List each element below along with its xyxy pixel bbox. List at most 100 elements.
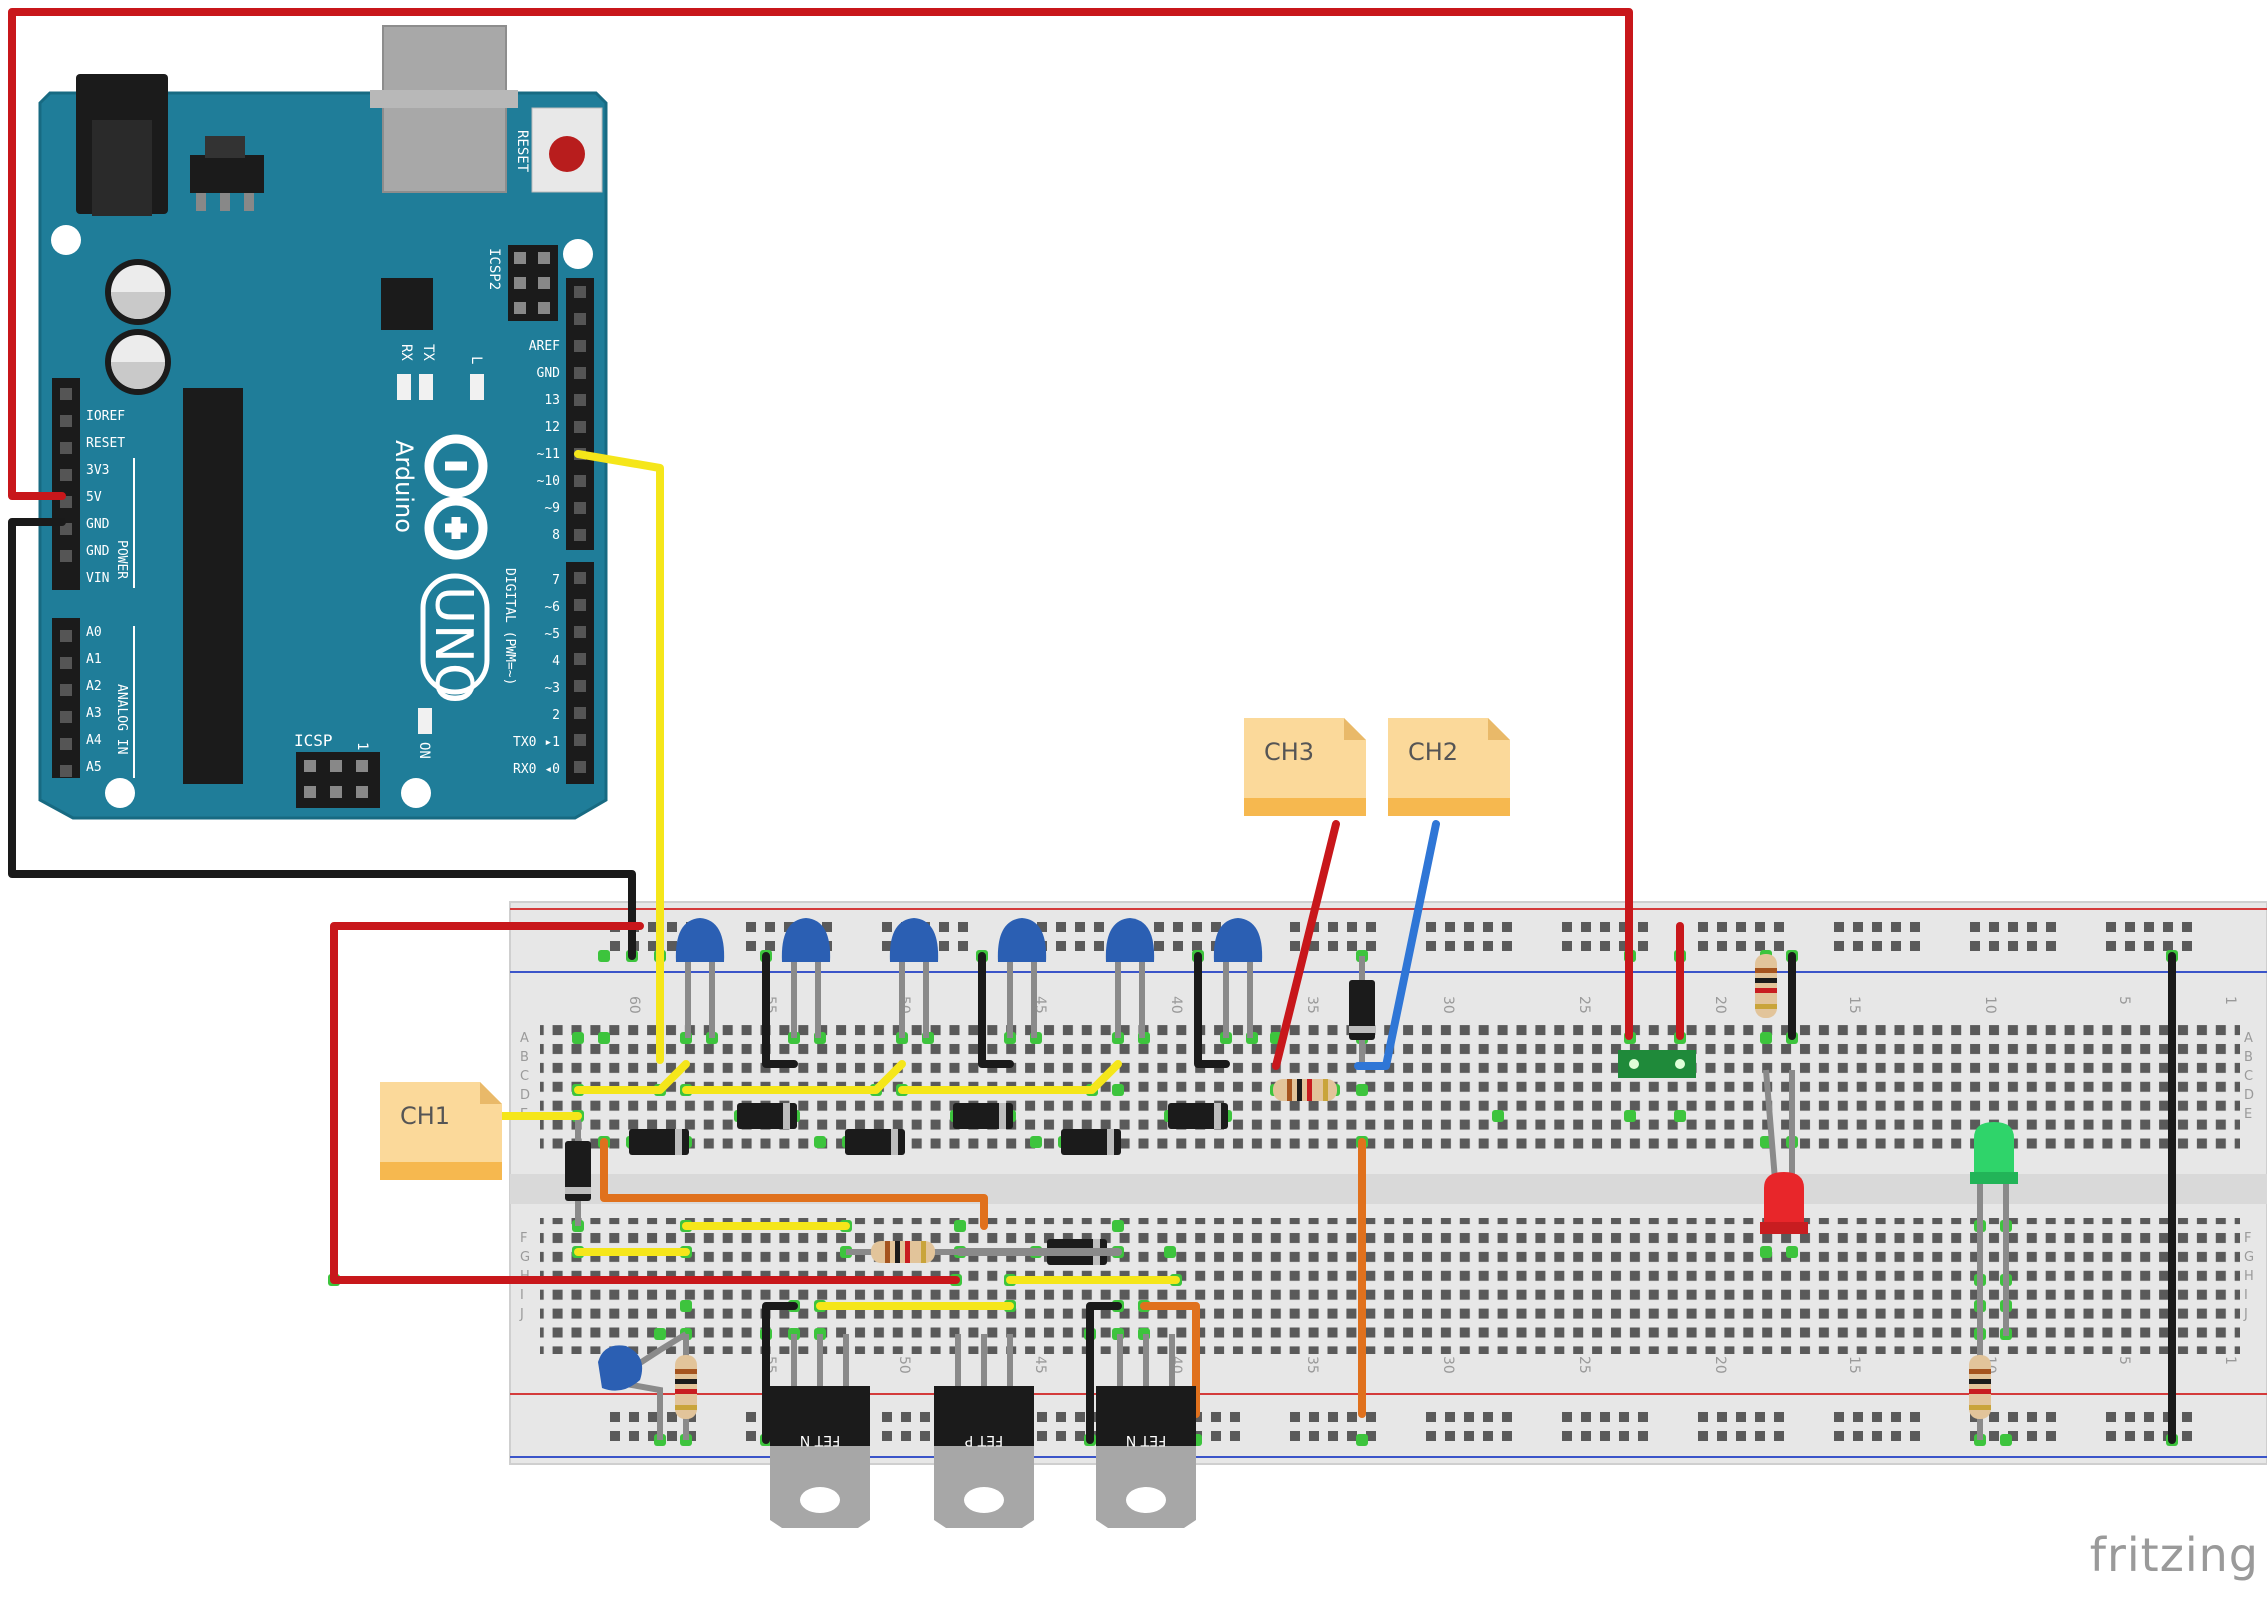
row-letter-left: F xyxy=(520,1231,527,1246)
ceramic-capacitor xyxy=(781,918,831,1038)
column-number: 40 xyxy=(1168,996,1184,1014)
row-letter-left: A xyxy=(520,1031,529,1046)
led-tx xyxy=(419,374,433,400)
wire-black-1 xyxy=(762,952,798,1068)
wire-black-3 xyxy=(1194,952,1230,1068)
probe-label-note: CH3 xyxy=(1244,718,1366,816)
mounting-hole xyxy=(51,225,81,255)
row-letter-right: F xyxy=(2244,1231,2251,1246)
column-number: 15 xyxy=(1846,1356,1862,1374)
ceramic-capacitor xyxy=(889,918,939,1038)
mosfet-transistor: FET N xyxy=(1096,1334,1196,1528)
power-pin-label: RESET xyxy=(86,436,125,451)
row-letter-right: B xyxy=(2244,1050,2253,1065)
wire-pin11-yellow xyxy=(574,450,664,1064)
probe-channel-label: CH1 xyxy=(400,1102,450,1130)
row-letter-right: H xyxy=(2244,1269,2254,1284)
column-number: 1 xyxy=(2222,996,2238,1005)
digital-pin-label: 2 xyxy=(552,708,560,723)
wire-ch2-blue xyxy=(1354,820,1440,1070)
diode xyxy=(845,1129,905,1155)
wire-orange-3 xyxy=(1140,1302,1200,1418)
row-letter-right: D xyxy=(2244,1088,2254,1103)
digital-pin-label: GND xyxy=(537,366,561,381)
column-number: 35 xyxy=(1304,996,1320,1014)
row-letter-left: B xyxy=(520,1050,529,1065)
row-letter-left: D xyxy=(520,1088,530,1103)
wire-orange-1 xyxy=(600,1138,988,1230)
icsp2-header xyxy=(508,245,558,321)
probe-label-note: CH2 xyxy=(1388,718,1510,816)
power-pin-label: GND xyxy=(86,517,110,532)
column-number: 20 xyxy=(1712,1356,1728,1374)
model-uno: UNO xyxy=(423,586,483,704)
tx-label: TX xyxy=(420,344,436,361)
column-number: 35 xyxy=(1304,1356,1320,1374)
wire-black-6 xyxy=(1086,1302,1122,1444)
mounting-hole xyxy=(105,778,135,808)
row-letter-left: G xyxy=(520,1250,530,1265)
digital-pin-label: ~3 xyxy=(544,681,560,696)
brand-arduino: Arduino xyxy=(390,440,418,533)
probe-channel-label: CH2 xyxy=(1408,738,1458,766)
icsp-label: ICSP xyxy=(294,731,333,750)
power-pin-label: 5V xyxy=(86,490,102,505)
icsp2-label: ICSP2 xyxy=(486,248,502,290)
rx-label: RX xyxy=(398,344,414,361)
wire-ch3-red xyxy=(1272,820,1340,1070)
resistor xyxy=(1969,1334,1991,1440)
reset-button[interactable] xyxy=(531,107,603,193)
voltage-regulator xyxy=(190,155,264,193)
digital-pin-label: ~9 xyxy=(544,501,560,516)
digital-pin-label: 13 xyxy=(544,393,560,408)
diode xyxy=(1349,956,1375,1064)
digital-pin-label: 12 xyxy=(544,420,560,435)
led-l xyxy=(470,374,484,400)
power-pin-label: 3V3 xyxy=(86,463,109,478)
ceramic-capacitor xyxy=(997,918,1047,1038)
digital-pin-label: ~6 xyxy=(544,600,560,615)
row-letter-right: J xyxy=(2243,1307,2248,1322)
diode xyxy=(565,1116,591,1226)
row-letter-right: I xyxy=(2244,1288,2248,1303)
column-number: 25 xyxy=(1576,996,1592,1014)
usb-chip xyxy=(381,278,433,330)
digital-pin-label: TX0 ▸1 xyxy=(513,735,560,750)
column-number: 5 xyxy=(2116,996,2132,1005)
resistor xyxy=(1755,954,1777,1018)
digital-pin-label: 8 xyxy=(552,528,560,543)
probe-channel-label: CH3 xyxy=(1264,738,1314,766)
digital-pin-label: 4 xyxy=(552,654,560,669)
column-number: 1 xyxy=(2222,1356,2238,1365)
column-number: 15 xyxy=(1846,996,1862,1014)
red-led xyxy=(1760,1069,1808,1234)
ceramic-capacitor xyxy=(1213,918,1263,1038)
fritzing-watermark: fritzing xyxy=(2089,1528,2259,1582)
wire-yellow-1 xyxy=(574,1060,690,1094)
digital-pin-label: ~11 xyxy=(537,447,560,462)
resistor xyxy=(1273,1079,1337,1101)
column-number: 10 xyxy=(1982,996,1998,1014)
mosfet-label: FET N xyxy=(800,1432,840,1448)
ceramic-capacitor xyxy=(1105,918,1155,1038)
analog-header xyxy=(52,618,80,778)
led-rx xyxy=(397,374,411,400)
analog-pin-label: A0 xyxy=(86,625,102,640)
diode xyxy=(629,1129,689,1155)
column-number: 25 xyxy=(1576,1356,1592,1374)
row-letter-right: G xyxy=(2244,1250,2254,1265)
row-letter-right: A xyxy=(2244,1031,2253,1046)
column-number: 30 xyxy=(1440,996,1456,1014)
analog-pin-label: A5 xyxy=(86,760,102,775)
mosfet-label: FET N xyxy=(1126,1432,1166,1448)
analog-pin-label: A3 xyxy=(86,706,102,721)
microcontroller-chip xyxy=(183,388,243,784)
digital-pin-label: ~5 xyxy=(544,627,560,642)
column-number: 50 xyxy=(896,1356,912,1374)
resistor xyxy=(675,1334,697,1440)
probe-label-note: CH1 xyxy=(380,1082,502,1180)
digital-pin-label: AREF xyxy=(529,339,560,354)
wire-gnd-black xyxy=(8,518,636,960)
wire-yellow-2 xyxy=(682,1060,906,1094)
resistor xyxy=(846,1241,960,1263)
